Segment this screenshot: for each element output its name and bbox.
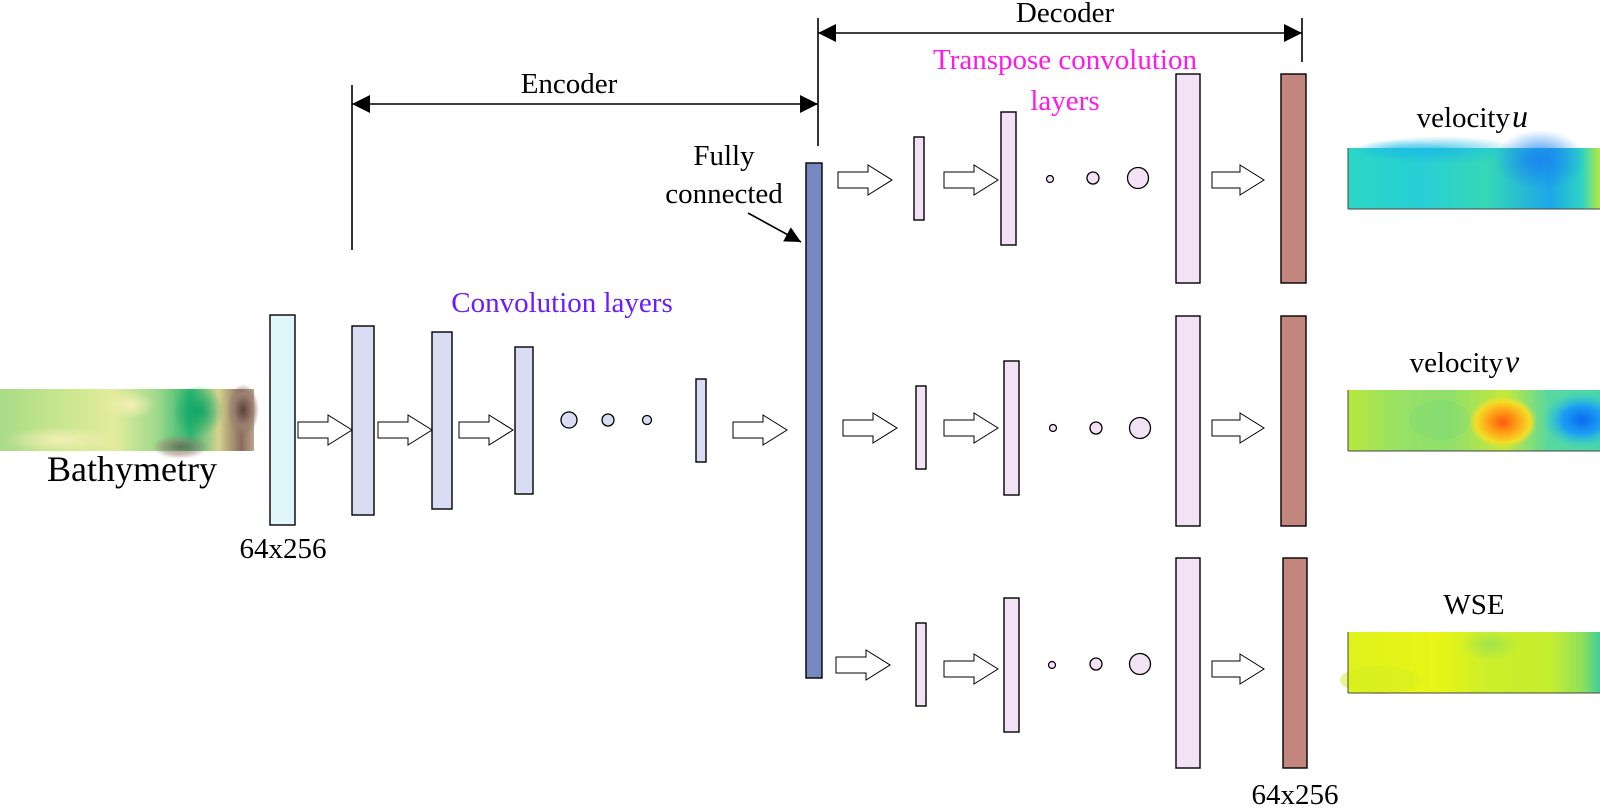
ellipsis-dot — [1128, 652, 1152, 676]
output-layer-v — [1280, 315, 1307, 527]
transpose-label-line1: Transpose convolution — [933, 44, 1197, 76]
ellipsis-dot — [1128, 416, 1152, 440]
output-layer-u — [1280, 73, 1307, 284]
ellipsis-dot — [1047, 660, 1057, 670]
encoder-arrow-1 — [297, 414, 353, 446]
tconv-layer-2 — [1000, 111, 1017, 246]
output-size-label: 64x256 — [1252, 779, 1339, 809]
decoder-arrow — [1211, 164, 1265, 196]
velocity-v-field-image — [1347, 390, 1600, 452]
fully-connected-pointer-arrow — [747, 212, 802, 243]
tconv-layer-last — [1175, 315, 1201, 527]
encoder-arrow-2 — [377, 414, 433, 446]
conv-layer-3 — [514, 346, 534, 495]
tconv-layer-2 — [1003, 360, 1020, 496]
fully-connected-layer — [805, 162, 823, 679]
decoder-arrow — [1211, 653, 1265, 685]
velocity-u-symbol: u — [1512, 98, 1528, 134]
decoder-arrow — [842, 412, 898, 444]
velocity-v-label: velocity — [1410, 347, 1504, 379]
output-layer-wse — [1282, 557, 1308, 769]
tconv-layer-last — [1175, 73, 1201, 284]
decoder-arrow — [943, 653, 999, 685]
decoder-branch-v — [842, 315, 1307, 527]
velocity-u-field-image — [1347, 130, 1600, 210]
encoder-label: Encoder — [521, 68, 618, 100]
velocity-u-label: velocity — [1417, 102, 1511, 134]
tconv-layer-1 — [915, 385, 927, 470]
wse-field-image — [1340, 629, 1600, 694]
convolution-layers-label: Convolution layers — [451, 287, 673, 319]
bathymetry-label: Bathymetry — [47, 449, 217, 489]
tconv-layer-1 — [915, 622, 927, 707]
decoder-arrow — [943, 412, 999, 444]
ellipsis-dot — [641, 414, 653, 426]
ellipsis-dot — [1045, 174, 1055, 184]
decoder-branch-u — [837, 73, 1307, 284]
ellipsis-dot — [1089, 657, 1103, 671]
ellipsis-dot — [601, 413, 615, 427]
tconv-layer-1 — [913, 136, 925, 221]
conv-layer-2 — [431, 331, 453, 510]
encoder-arrow-4 — [732, 414, 788, 446]
ellipsis-dot — [1126, 166, 1150, 190]
decoder-arrow — [943, 164, 999, 196]
fully-connected-label-line1: Fully — [693, 140, 755, 172]
decoder-arrow — [1211, 412, 1265, 444]
conv-layer-last — [695, 378, 707, 463]
encoder-arrow-3 — [458, 414, 514, 446]
wse-label: WSE — [1443, 589, 1504, 621]
velocity-v-symbol: v — [1505, 343, 1520, 379]
ellipsis-dot — [1089, 421, 1103, 435]
decoder-arrow — [835, 649, 891, 681]
ellipsis-dot — [1048, 423, 1058, 433]
decoder-bracket: Decoder — [817, 0, 1303, 146]
input-size-label: 64x256 — [240, 533, 327, 565]
decoder-label: Decoder — [1016, 0, 1115, 29]
conv-layer-1 — [351, 325, 375, 516]
decoder-branch-wse — [835, 557, 1308, 769]
bathymetry-image — [0, 384, 259, 459]
ellipsis-dot — [1086, 171, 1100, 185]
input-layer — [269, 314, 296, 526]
tconv-layer-2 — [1003, 597, 1020, 733]
ellipsis-dot — [560, 411, 578, 429]
transpose-label-line2: layers — [1030, 85, 1099, 117]
tconv-layer-last — [1175, 557, 1201, 769]
fully-connected-label-line2: connected — [665, 178, 783, 210]
encoder-bracket: Encoder — [351, 68, 818, 250]
decoder-arrow — [837, 164, 893, 196]
